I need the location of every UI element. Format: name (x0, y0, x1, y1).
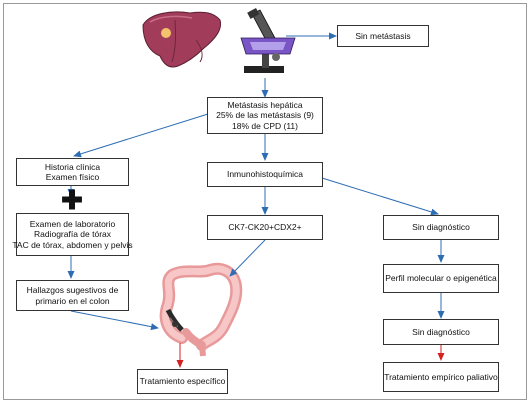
liver-illustration (142, 11, 222, 68)
red-arrows (176, 343, 445, 368)
node-sin-diagnostico-2: Sin diagnóstico (383, 319, 499, 345)
blue-arrows (67, 32, 445, 331)
node-ck7: CK7-CK20+CDX2+ (207, 215, 323, 240)
microscope-illustration (240, 8, 296, 73)
node-historia-clinica: Historia clínica Examen físico (16, 158, 129, 186)
node-tratamiento-empirico: Tratamiento empírico paliativo (383, 362, 499, 392)
node-metastasis-hepatica: Metástasis hepática 25% de las metástasi… (207, 97, 323, 134)
node-inmunohistoquimica: Inmunohistoquímica (207, 162, 323, 187)
plus-icon: ✚ (61, 185, 83, 215)
node-sin-metastasis: Sin metástasis (337, 25, 429, 47)
colon-illustration (159, 262, 243, 357)
diagram-frame (3, 3, 527, 400)
node-hallazgos: Hallazgos sugestivos de primario en el c… (16, 280, 129, 311)
node-perfil-molecular: Perfil molecular o epigenética (383, 264, 499, 293)
node-sin-diagnostico-1: Sin diagnóstico (383, 215, 499, 240)
node-tratamiento-especifico: Tratamiento específico (137, 369, 228, 394)
node-examen-laboratorio: Examen de laboratorio Radiografía de tór… (12, 213, 133, 256)
